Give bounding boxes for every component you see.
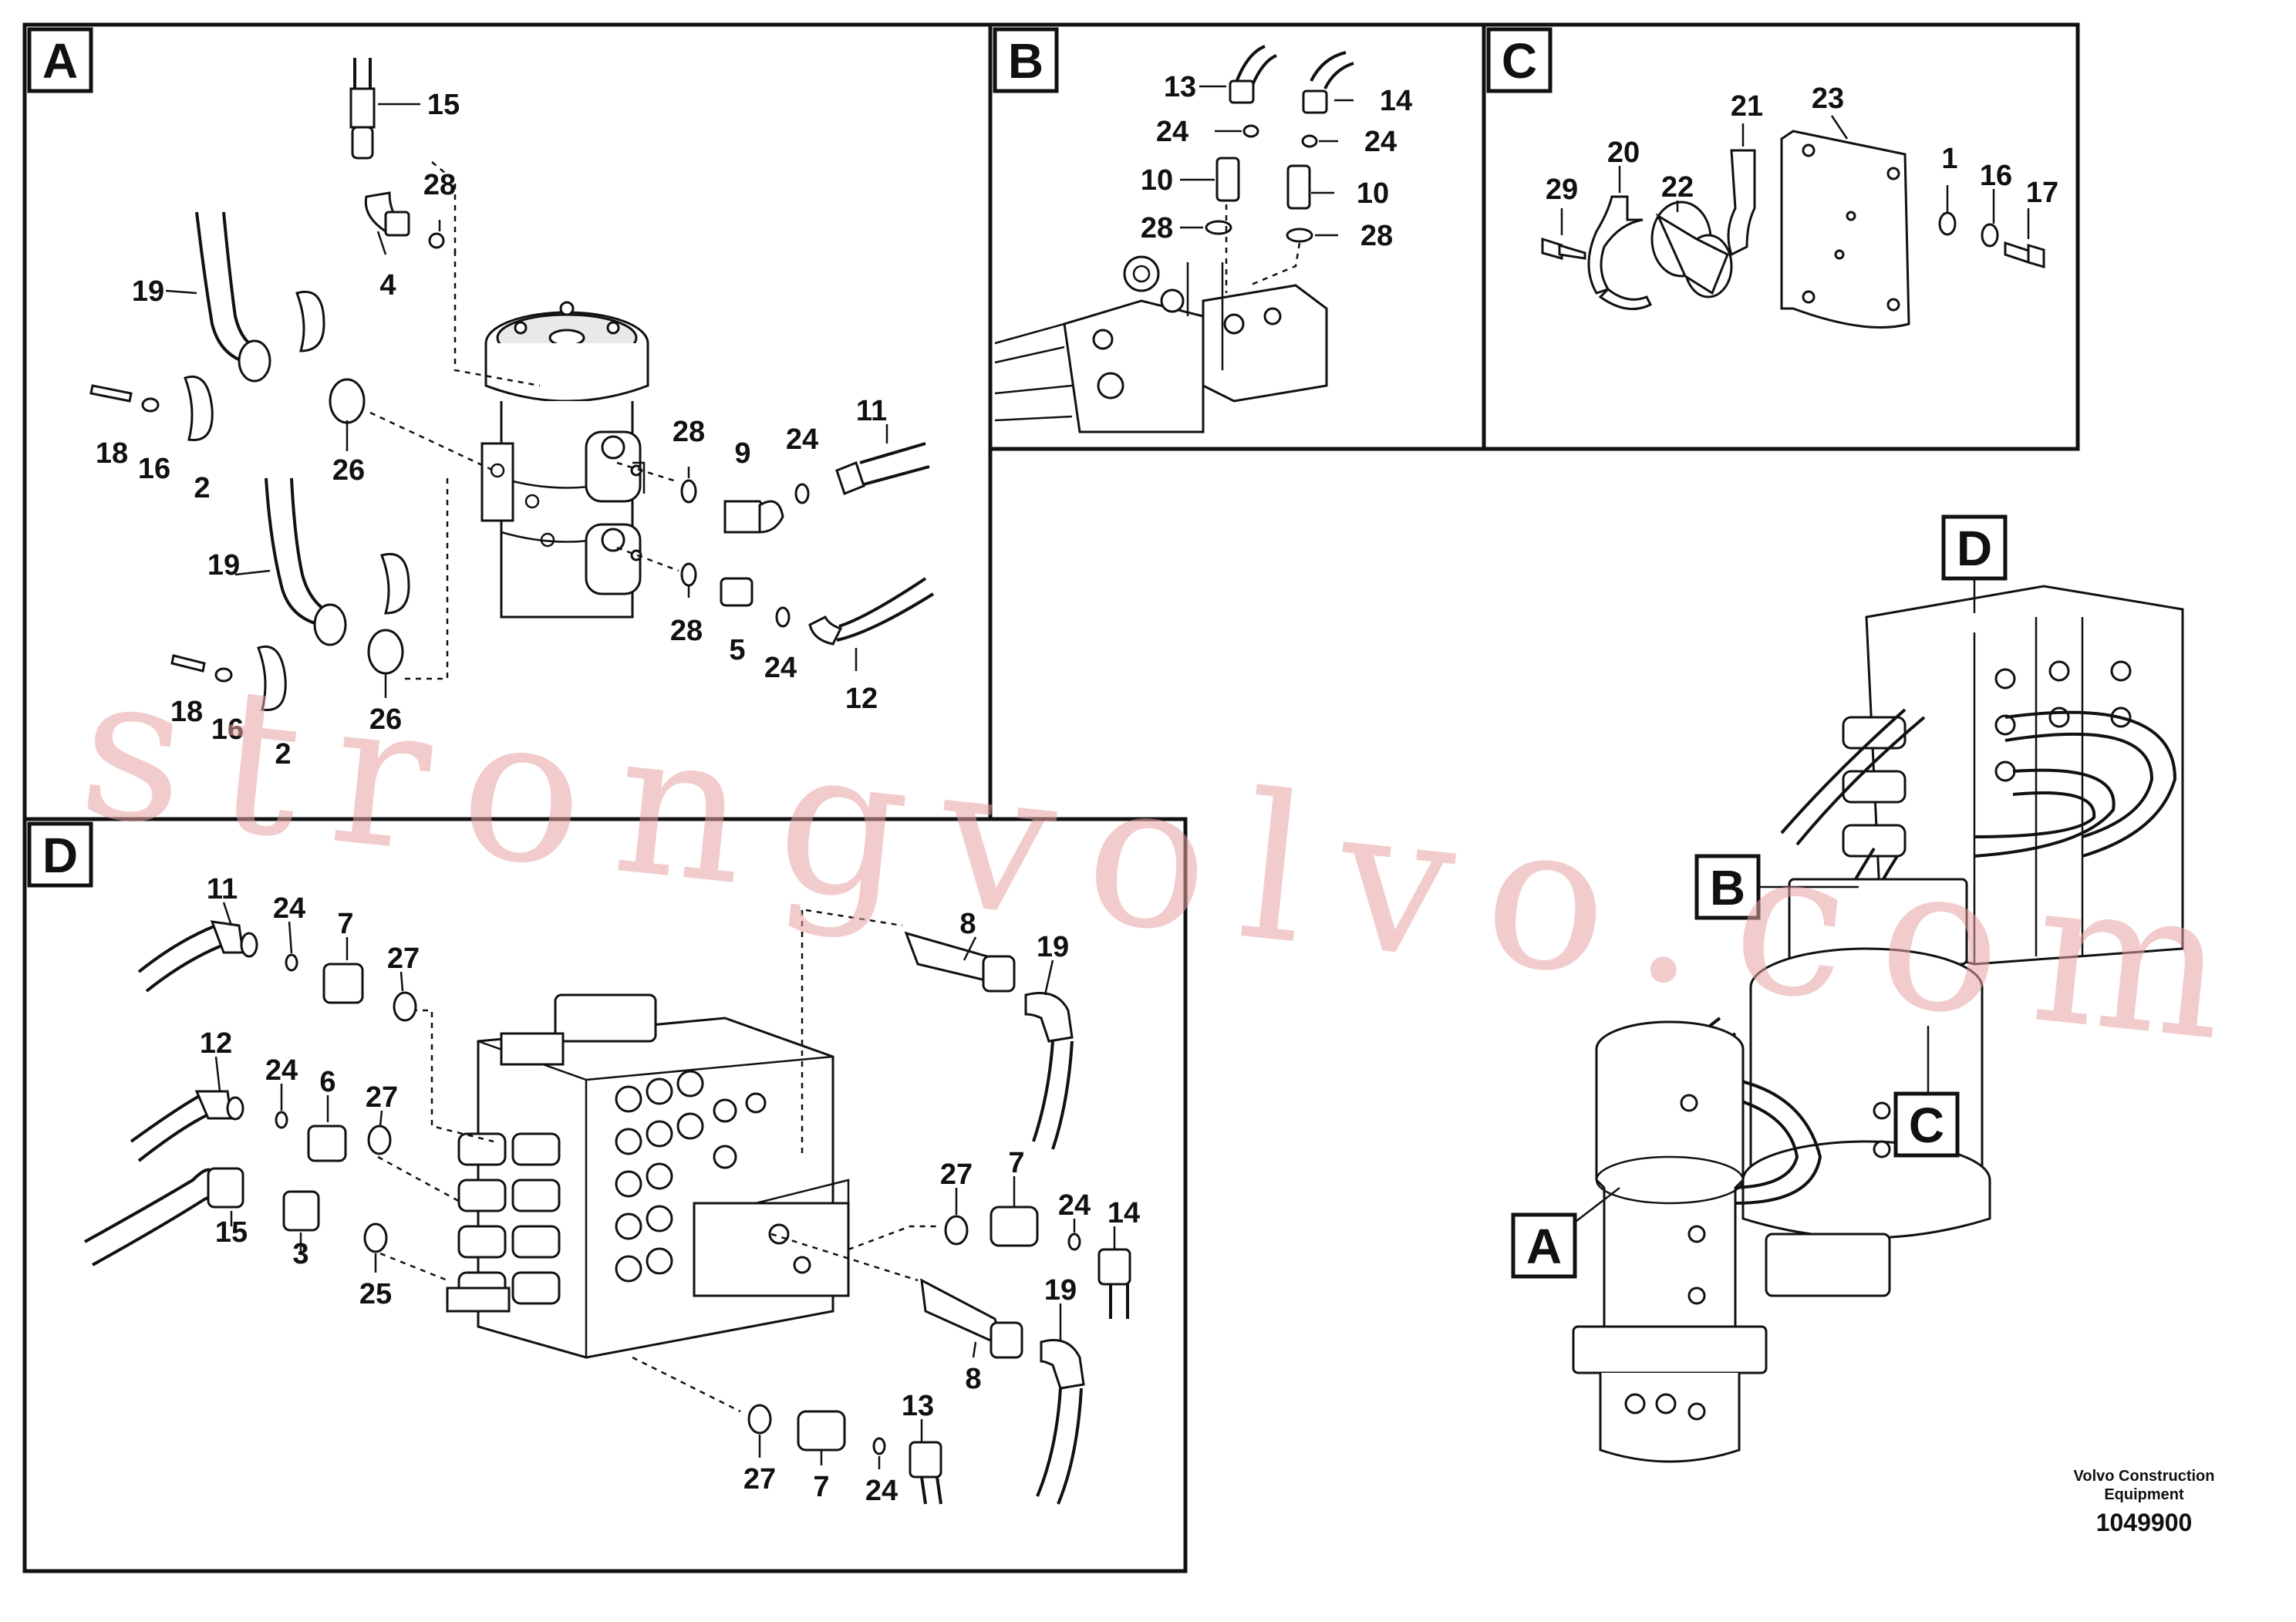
callout-a-2-upper: 2 <box>194 472 210 504</box>
callout-d-7-a: 7 <box>337 908 353 940</box>
callout-a-24-mid: 24 <box>786 423 818 456</box>
callout-b-24-right: 24 <box>1364 126 1397 158</box>
svg-text:D: D <box>42 828 78 883</box>
callout-b-24-left: 24 <box>1156 116 1188 148</box>
panel-b-drawing <box>994 45 1354 433</box>
callout-d-24-b: 24 <box>265 1054 298 1087</box>
panel-d-frame <box>22 817 1188 1573</box>
callout-d-8-a: 8 <box>959 908 976 940</box>
panel-c-tag: C <box>1486 27 1553 93</box>
callout-d-12: 12 <box>200 1027 232 1060</box>
callout-c-20: 20 <box>1607 137 1640 169</box>
callout-d-14: 14 <box>1108 1197 1140 1229</box>
panel-b-tag: B <box>993 27 1059 93</box>
swivel-joint <box>480 301 649 619</box>
footer-code: 1049900 <box>2096 1509 2193 1536</box>
callout-a-26-lower: 26 <box>369 703 402 736</box>
callout-a-4: 4 <box>379 269 396 302</box>
callout-b-10-right: 10 <box>1357 177 1389 210</box>
svg-text:A: A <box>42 33 78 89</box>
callout-a-18-lower: 18 <box>170 696 203 728</box>
svg-text:D: D <box>1957 521 1992 576</box>
callout-a-5: 5 <box>729 634 745 666</box>
callout-a-26-upper: 26 <box>332 454 365 487</box>
svg-text:B: B <box>1008 33 1043 89</box>
callout-d-19-a: 19 <box>1037 931 1069 963</box>
callout-c-1: 1 <box>1941 143 1957 175</box>
overview-tag-a: A <box>1511 1212 1577 1279</box>
callout-b-28-left: 28 <box>1141 212 1173 244</box>
callout-a-2-lower: 2 <box>275 738 291 771</box>
callout-a-16-upper: 16 <box>138 453 170 485</box>
callout-b-10-left: 10 <box>1141 164 1173 197</box>
panel-a-tag: A <box>27 27 93 93</box>
callout-b-28-right: 28 <box>1360 220 1393 252</box>
callout-d-7-c: 7 <box>813 1471 829 1503</box>
callout-c-22: 22 <box>1661 171 1694 204</box>
callout-c-17: 17 <box>2026 177 2058 209</box>
valve-spool-caps <box>446 1132 561 1313</box>
callout-d-6: 6 <box>319 1066 335 1098</box>
callout-a-28-low: 28 <box>670 615 703 647</box>
callout-d-13: 13 <box>902 1390 934 1422</box>
svg-text:B: B <box>1710 860 1745 916</box>
callout-d-24-a: 24 <box>273 892 305 925</box>
callout-a-19-upper: 19 <box>132 275 164 308</box>
callout-a-28-top: 28 <box>423 169 456 201</box>
callout-a-18-upper: 18 <box>96 437 128 470</box>
overview-tag-c: C <box>1893 1091 1960 1158</box>
callout-a-24-low: 24 <box>764 652 797 684</box>
callout-d-24-c: 24 <box>1058 1189 1091 1222</box>
callout-a-12: 12 <box>845 683 878 715</box>
callout-b-14: 14 <box>1380 85 1412 117</box>
callout-b-13: 13 <box>1164 71 1196 103</box>
valve-ports <box>615 1070 811 1283</box>
overview-tag-d: D <box>1941 514 2008 581</box>
footer-maker-line2: Equipment <box>2104 1486 2184 1503</box>
panel-c-drawing <box>1541 115 2045 329</box>
callout-a-16-lower: 16 <box>211 713 244 746</box>
callout-d-3: 3 <box>292 1238 308 1270</box>
callout-a-11: 11 <box>856 395 887 427</box>
callout-d-25: 25 <box>359 1278 392 1310</box>
callout-d-11: 11 <box>207 873 238 905</box>
callout-d-8-b: 8 <box>965 1363 981 1395</box>
panel-a-drawing <box>89 58 935 711</box>
overview-tag-b: B <box>1694 854 1761 920</box>
callout-d-27-b: 27 <box>366 1081 398 1114</box>
callout-d-27-a: 27 <box>387 943 420 975</box>
callout-d-27-c: 27 <box>940 1158 973 1191</box>
callout-c-16: 16 <box>1980 160 2012 192</box>
callout-d-27-d: 27 <box>743 1463 776 1496</box>
callout-d-7-b: 7 <box>1008 1147 1024 1179</box>
callout-c-23: 23 <box>1812 83 1844 115</box>
footer-maker-line1: Volvo Construction <box>2074 1468 2215 1485</box>
svg-text:C: C <box>1909 1098 1944 1153</box>
svg-text:C: C <box>1502 33 1537 89</box>
callout-a-28-mid: 28 <box>673 416 705 448</box>
callout-c-21: 21 <box>1731 90 1763 123</box>
callout-d-15: 15 <box>215 1216 248 1249</box>
callout-a-19-lower: 19 <box>207 549 240 582</box>
control-valve-block <box>446 993 850 1359</box>
panel-c-frame <box>1482 22 2080 451</box>
callout-d-19-b: 19 <box>1044 1274 1077 1307</box>
panel-d-tag: D <box>27 821 93 888</box>
callout-a-15: 15 <box>427 89 460 121</box>
panel-d-drawing <box>84 902 1131 1505</box>
callout-c-29: 29 <box>1546 174 1578 206</box>
callout-a-9: 9 <box>734 437 750 470</box>
callout-d-24-d: 24 <box>865 1475 898 1507</box>
svg-text:A: A <box>1526 1219 1562 1274</box>
